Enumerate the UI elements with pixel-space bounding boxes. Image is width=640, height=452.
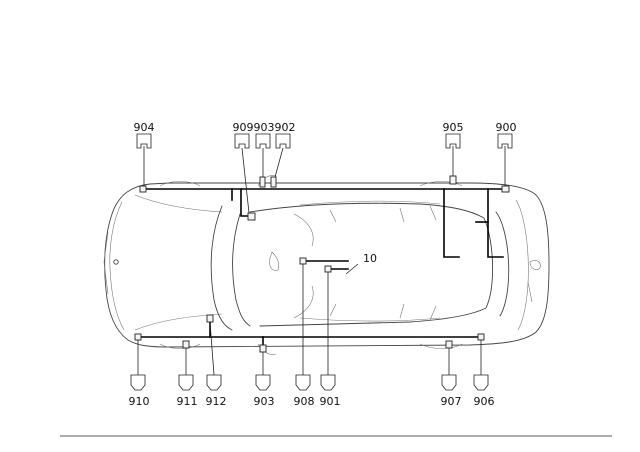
- bottom-labels: 910 911 912 903 908 901 907 906: [129, 395, 495, 408]
- junction-907: [445, 340, 453, 349]
- junction-912: [206, 314, 214, 323]
- connector-908-icon: [295, 374, 311, 391]
- top-labels: 904 909 903 902 905 900: [134, 121, 517, 134]
- connector-907-icon: [441, 374, 457, 391]
- junction-connectors: [134, 175, 510, 353]
- label-907: 907: [441, 395, 462, 408]
- label-910: 910: [129, 395, 150, 408]
- harness-lines: [137, 188, 507, 349]
- car-outline: [103, 175, 550, 355]
- connector-906-icon: [473, 374, 489, 391]
- junction-900: [501, 185, 510, 193]
- connector-912-icon: [206, 374, 222, 391]
- leader-lines: [137, 146, 506, 376]
- junction-904: [139, 185, 147, 193]
- connector-905-icon: [445, 133, 461, 149]
- label-903-top: 903: [254, 121, 275, 134]
- connector-904-icon: [136, 133, 152, 149]
- connector-903-bottom-icon: [255, 374, 271, 391]
- label-10: 10: [363, 252, 377, 265]
- label-911: 911: [177, 395, 198, 408]
- junction-909: [247, 212, 256, 221]
- junction-908: [299, 257, 307, 265]
- label-906: 906: [474, 395, 495, 408]
- connector-900-icon: [497, 133, 513, 149]
- connector-910-icon: [130, 374, 146, 391]
- connector-911-icon: [178, 374, 194, 391]
- label-904: 904: [134, 121, 155, 134]
- label-905: 905: [443, 121, 464, 134]
- emblem-icon: [113, 259, 119, 265]
- connector-909-icon: [234, 133, 250, 149]
- label-902: 902: [275, 121, 296, 134]
- junction-905: [449, 175, 457, 185]
- junction-906: [477, 333, 485, 341]
- junction-910: [134, 333, 142, 341]
- label-901: 901: [320, 395, 341, 408]
- junction-911: [182, 340, 190, 349]
- connector-icons: [130, 133, 513, 391]
- label-908: 908: [294, 395, 315, 408]
- connector-901-icon: [320, 374, 336, 391]
- junction-903-bottom: [259, 344, 267, 353]
- label-909: 909: [233, 121, 254, 134]
- junction-903-top: [259, 176, 266, 188]
- junction-901: [324, 265, 332, 273]
- label-900: 900: [496, 121, 517, 134]
- label-903-bottom: 903: [254, 395, 275, 408]
- junction-902: [270, 176, 277, 188]
- connector-902-icon: [275, 133, 291, 149]
- connector-903-top-icon: [255, 133, 271, 149]
- label-912: 912: [206, 395, 227, 408]
